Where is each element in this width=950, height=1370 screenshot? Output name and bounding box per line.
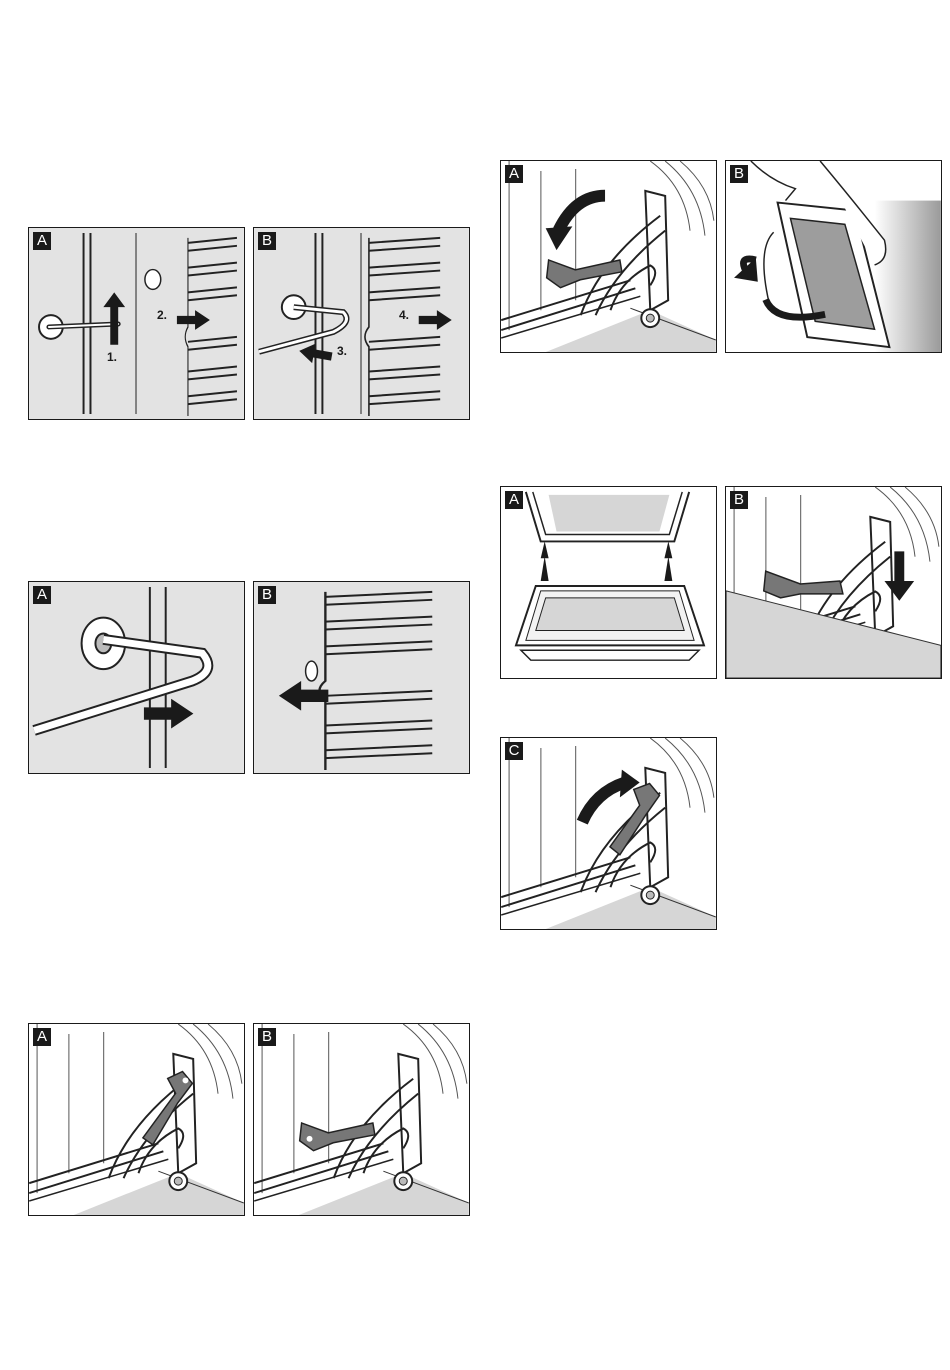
- rail-removal-a-illustration: [29, 228, 244, 419]
- figure-rail-insert-b: B: [253, 581, 470, 774]
- step-label: 4.: [399, 308, 409, 322]
- figure-door-refit-b: B: [725, 486, 942, 679]
- panel-label: C: [505, 742, 523, 760]
- figure-door-removal-a: A: [500, 160, 717, 353]
- figure-hinge-lock-b: B: [253, 1023, 470, 1216]
- figure-rail-removal-a: A 1. 2.: [28, 227, 245, 420]
- panel-label: A: [33, 232, 51, 250]
- door-removal-a-illustration: [501, 161, 716, 352]
- figure-hinge-lock-a: A: [28, 1023, 245, 1216]
- rail-insert-a-illustration: [29, 582, 244, 773]
- step-label: 3.: [337, 344, 347, 358]
- panel-label: A: [33, 586, 51, 604]
- step-label: 2.: [157, 308, 167, 322]
- door-refit-c-illustration: [501, 738, 716, 929]
- door-refit-a-illustration: [501, 487, 716, 678]
- figure-rail-insert-a: A: [28, 581, 245, 774]
- panel-label: A: [33, 1028, 51, 1046]
- figure-door-refit-a: A: [500, 486, 717, 679]
- panel-label: A: [505, 491, 523, 509]
- door-refit-b-illustration: [726, 487, 941, 678]
- figure-door-refit-c: C: [500, 737, 717, 930]
- step-label: 1.: [107, 350, 117, 364]
- panel-label: B: [258, 586, 276, 604]
- rail-removal-b-illustration: [254, 228, 469, 419]
- hinge-lock-b-illustration: [254, 1024, 469, 1215]
- panel-label: B: [258, 1028, 276, 1046]
- figure-door-removal-b: B: [725, 160, 942, 353]
- panel-label: B: [730, 165, 748, 183]
- hinge-lock-a-illustration: [29, 1024, 244, 1215]
- rail-insert-b-illustration: [254, 582, 469, 773]
- panel-label: B: [730, 491, 748, 509]
- panel-label: A: [505, 165, 523, 183]
- panel-label: B: [258, 232, 276, 250]
- door-removal-b-illustration: [726, 161, 941, 352]
- figure-rail-removal-b: B 3. 4.: [253, 227, 470, 420]
